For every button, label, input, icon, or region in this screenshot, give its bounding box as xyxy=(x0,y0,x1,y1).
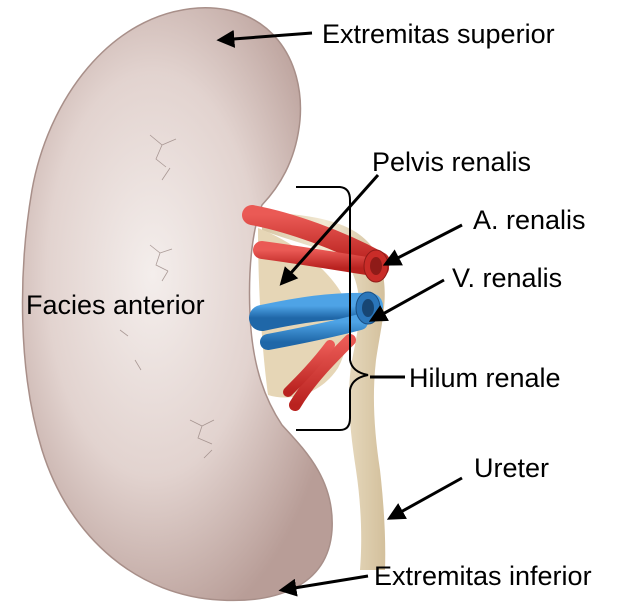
label-extremitas-inferior: Extremitas inferior xyxy=(374,563,592,590)
label-extremitas-superior: Extremitas superior xyxy=(322,21,555,48)
label-v-renalis: V. renalis xyxy=(452,265,562,292)
arrow-ureter xyxy=(390,478,462,518)
label-ureter: Ureter xyxy=(474,455,549,482)
label-a-renalis: A. renalis xyxy=(473,207,586,234)
arrow-a-renalis xyxy=(386,225,462,264)
label-pelvis-renalis: Pelvis renalis xyxy=(372,149,531,176)
label-hilum-renale: Hilum renale xyxy=(409,365,561,392)
label-facies-anterior: Facies anterior xyxy=(26,292,205,319)
